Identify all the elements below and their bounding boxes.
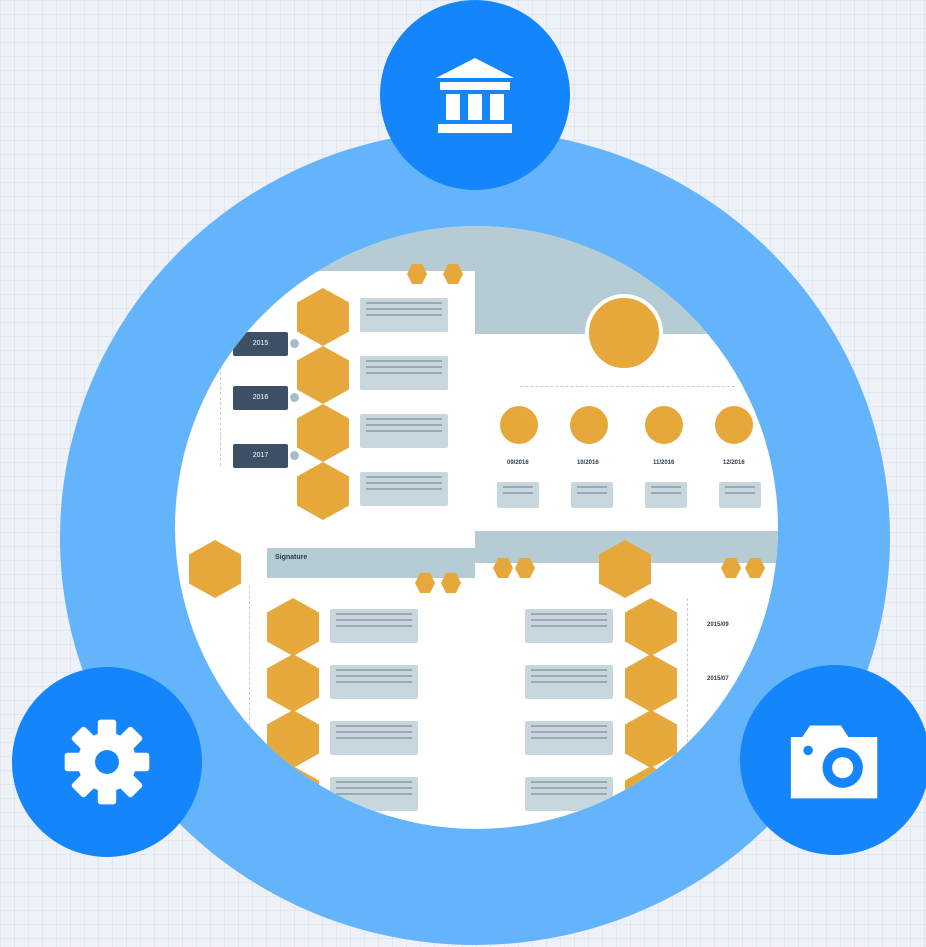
document-hex-icon — [267, 598, 319, 656]
timeline-line — [220, 326, 221, 466]
year-label: 2015 — [252, 340, 269, 347]
person-hex-icon — [189, 540, 241, 598]
hex-tag — [441, 573, 461, 593]
settings-badge[interactable] — [12, 667, 202, 857]
text-box — [360, 298, 448, 332]
tool-hex-icon — [267, 654, 319, 712]
timeline-line — [687, 598, 688, 818]
year-tag: 2016 — [233, 386, 288, 410]
hex-tag — [515, 558, 535, 578]
target-hex-icon — [625, 710, 677, 768]
gear-icon — [64, 719, 150, 805]
infographic-preview: 2015 2016 2017 09/2016 10/2016 11/2016 1… — [175, 226, 778, 829]
timeline-label: 2015/07 — [707, 676, 729, 682]
text-box — [360, 356, 448, 390]
text-box — [719, 482, 761, 508]
timeline-dot — [290, 451, 299, 460]
org-connector — [520, 386, 735, 387]
date-label: 10/2016 — [577, 460, 599, 466]
text-box — [330, 665, 418, 699]
hex-tag — [745, 558, 765, 578]
image-hex-icon — [297, 462, 349, 520]
text-box — [525, 777, 613, 811]
item-hex-icon — [267, 766, 319, 824]
person-hex-icon — [599, 540, 651, 598]
section-title: Signature — [275, 554, 308, 561]
timeline-dot — [290, 393, 299, 402]
battery-hex-icon — [267, 710, 319, 768]
calendar-hex-icon — [297, 288, 349, 346]
hex-tag — [443, 264, 463, 284]
search-icon — [570, 406, 608, 444]
camera-icon — [790, 725, 878, 799]
text-box — [525, 665, 613, 699]
person-avatar-icon — [585, 294, 663, 372]
date-label: 12/2016 — [723, 460, 745, 466]
date-label: 09/2016 — [507, 460, 529, 466]
bottom-left-header: Signature — [267, 548, 475, 578]
text-box — [360, 472, 448, 506]
year-label: 2016 — [252, 394, 269, 401]
settings-hex-icon — [625, 654, 677, 712]
hex-tag — [407, 264, 427, 284]
date-label: 11/2016 — [653, 460, 675, 466]
timeline-dot — [290, 339, 299, 348]
play-hex-icon — [625, 598, 677, 656]
camera-badge[interactable] — [740, 665, 926, 855]
id-card-icon — [500, 406, 538, 444]
bank-badge[interactable] — [380, 0, 570, 190]
hex-tag — [415, 573, 435, 593]
item-hex-icon — [625, 766, 677, 824]
text-box — [360, 414, 448, 448]
text-box — [525, 721, 613, 755]
text-box — [571, 482, 613, 508]
monitor-hex-icon — [297, 404, 349, 462]
hex-tag — [493, 558, 513, 578]
text-box — [330, 609, 418, 643]
presentation-hex-icon — [297, 346, 349, 404]
year-label: 2017 — [252, 452, 269, 459]
hex-tag — [721, 558, 741, 578]
text-box — [330, 721, 418, 755]
cloud-upload-icon — [645, 406, 683, 444]
year-tag: 2017 — [233, 444, 288, 468]
text-box — [645, 482, 687, 508]
text-box — [525, 609, 613, 643]
top-left-header — [175, 226, 475, 271]
text-box — [330, 777, 418, 811]
timeline-line — [249, 586, 250, 816]
year-tag: 2015 — [233, 332, 288, 356]
pin-icon — [715, 406, 753, 444]
bank-icon — [436, 58, 514, 133]
text-box — [497, 482, 539, 508]
timeline-label: 2015/09 — [707, 622, 729, 628]
